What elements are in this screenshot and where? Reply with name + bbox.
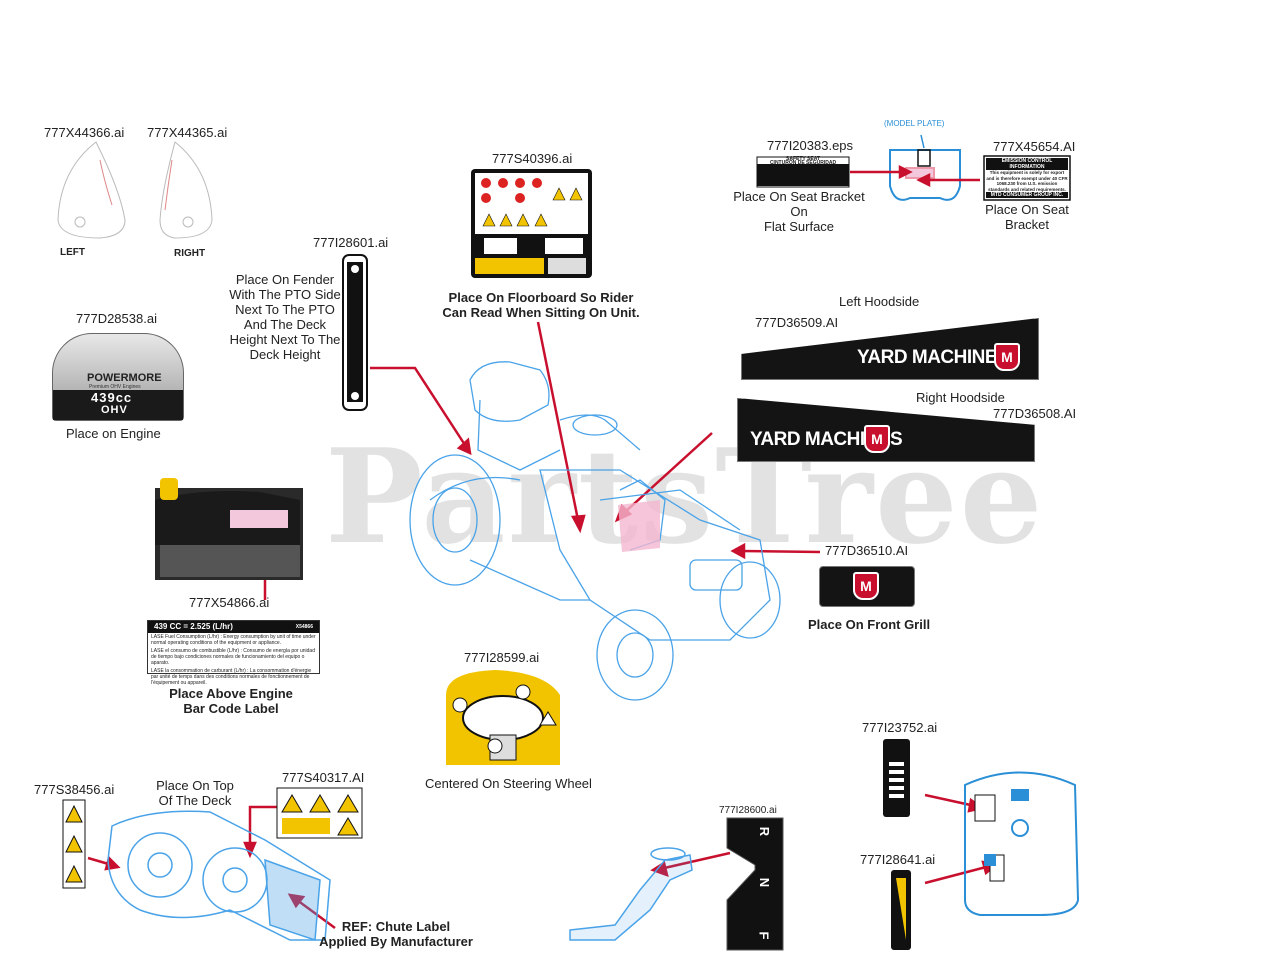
part-number-777d36508: 777D36508.AI [993, 406, 1077, 421]
front-grill-decal: M [819, 566, 915, 607]
floorboard-safety-decal [471, 169, 592, 278]
seat-safety-decal [756, 156, 850, 188]
label-place-on-front-grill: Place On Front Grill [808, 617, 931, 632]
fender-decal-left [57, 141, 126, 239]
dash-panel-drawing [964, 771, 1080, 916]
label-place-on-floorboard: Place On Floorboard So Rider Can Read Wh… [442, 290, 640, 320]
label-left-hoodside: Left Hoodside [839, 294, 920, 309]
seat-decal-title: SAFETY SEAT CINTURÓN DE SEGURIDAD [757, 156, 849, 166]
lawn-tractor-drawing [409, 361, 781, 701]
deck-top-decal [276, 787, 363, 839]
part-number-777x54866: 777X54866.ai [189, 595, 270, 610]
fuel-code: X54866 [295, 624, 313, 630]
label-left: LEFT [60, 247, 85, 258]
powermore-subtitle: Premium OHV Engines [89, 384, 141, 390]
fuel-consumption-decal: 439 CC = 2.525 (L/hr) X54866 LASE Fuel C… [147, 620, 320, 686]
part-number-777d36510: 777D36510.AI [825, 543, 909, 558]
deck-height-decal [342, 254, 368, 411]
lever-position-decal [726, 817, 784, 951]
part-number-777i20383: 777I20383.eps [767, 138, 854, 153]
part-number-777i28641: 777I28641.ai [860, 852, 936, 867]
part-number-777i28599: 777I28599.ai [464, 650, 540, 665]
emission-title: EMISSION CONTROL INFORMATION [986, 158, 1068, 170]
part-number-777x45654: 777X45654.AI [993, 139, 1076, 154]
lever-letter-n: N [757, 877, 773, 888]
fuel-line-fr: LASE la consommation de carburant (L/hr)… [151, 668, 312, 686]
part-number-777s40317: 777S40317.AI [282, 770, 365, 785]
part-number-777i28600: 777I28600.ai [719, 805, 777, 816]
part-number-777s40396: 777S40396.ai [492, 151, 573, 166]
label-centered-on-steering: Centered On Steering Wheel [425, 776, 592, 791]
powermore-ohv: OHV [101, 404, 128, 416]
speed-decal [891, 870, 911, 950]
lever-letter-r: R [757, 826, 773, 837]
ym-logo-icon: M [864, 425, 890, 453]
hood-decal-position [618, 500, 660, 552]
label-place-on-seat-bracket: Place On Seat Bracket [985, 202, 1069, 232]
engine-photo [155, 478, 303, 580]
label-place-on-engine: Place on Engine [66, 426, 161, 441]
label-model-plate: (MODEL PLATE) [884, 119, 945, 128]
label-place-above-engine: Place Above Engine Bar Code Label [169, 686, 293, 716]
label-place-on-seat-flat: Place On Seat Bracket On Flat Surface [733, 189, 865, 234]
label-right-hoodside: Right Hoodside [916, 390, 1005, 405]
emission-decal-text: EMISSION CONTROL INFORMATION This equipm… [986, 158, 1068, 198]
label-right: RIGHT [174, 248, 206, 259]
label-place-on-fender: Place On Fender With The PTO Side Next T… [229, 272, 341, 362]
part-number-777d28538: 777D28538.ai [76, 311, 157, 326]
label-place-on-top-of-deck: Place On Top Of The Deck [156, 778, 234, 808]
lift-lever-drawing [569, 847, 693, 941]
mower-deck-drawing [107, 810, 331, 942]
part-number-777x44366: 777X44366.ai [44, 125, 125, 140]
throttle-decal [883, 739, 910, 817]
powermore-brand: POWERMORE [87, 372, 162, 384]
powermore-engine-decal: POWERMORE Premium OHV Engines 439cc OHV [52, 333, 184, 421]
seat-decal-title-es: CINTURÓN DE SEGURIDAD [769, 160, 837, 166]
part-number-777d36509: 777D36509.AI [755, 315, 839, 330]
deck-warning-strip [62, 799, 86, 889]
emission-footer: MTD CONSUMER GROUP INC. [986, 192, 1068, 198]
fuel-line-en: LASE Fuel Consumption (L/hr) : Energy co… [151, 634, 316, 646]
steering-wheel-decal [446, 670, 560, 765]
part-number-777i23752: 777I23752.ai [862, 720, 938, 735]
fuel-line-es: LASE el consumo de combustible (L/hr) : … [151, 648, 315, 666]
label-ref-chute: REF: Chute Label Applied By Manufacturer [319, 919, 473, 949]
yard-machines-logotype: YARD MACHINES [857, 347, 1010, 368]
fuel-header: 439 CC = 2.525 (L/hr) [154, 622, 233, 631]
part-number-777i28601: 777I28601.ai [313, 235, 389, 250]
seat-decal-title-en: SAFETY SEAT [786, 156, 820, 162]
part-number-777x44365: 777X44365.ai [147, 125, 228, 140]
ym-logo-icon: M [853, 572, 879, 600]
emission-body: This equipment is solely for export and … [986, 170, 1068, 192]
fender-decal-right [159, 141, 213, 239]
ym-logo-icon: M [994, 343, 1020, 371]
lever-letter-f: F [756, 931, 772, 940]
part-number-777s38456: 777S38456.ai [34, 782, 115, 797]
powermore-displacement: 439cc [91, 390, 133, 405]
